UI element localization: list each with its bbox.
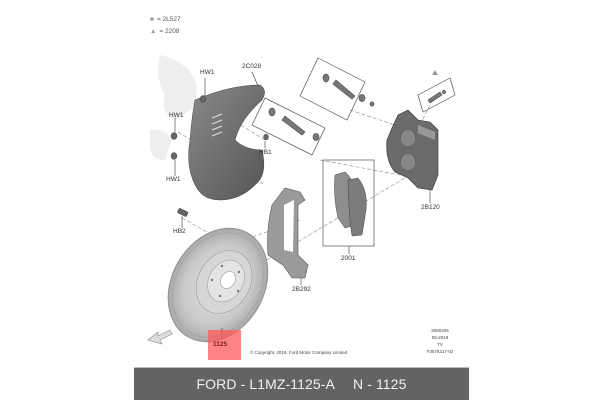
caliper-bracket — [267, 187, 309, 279]
part-number-bar: FORD - L1MZ-1125-A N - 1125 — [134, 367, 469, 400]
callout-hb1[interactable]: HB1 — [259, 149, 272, 156]
direction-arrow-icon — [147, 329, 173, 345]
legend-item: ▲= 2208 — [150, 28, 180, 35]
guide-pin-kit-lower — [251, 97, 326, 156]
callout-2c028[interactable]: 2C028 — [242, 63, 262, 70]
triangle-icon: ▲ — [150, 28, 157, 35]
legend-item: ■= 2L527 — [150, 16, 181, 23]
part-number: FORD - L1MZ-1125-A — [196, 376, 335, 392]
callout-2b120[interactable]: 2B120 — [421, 204, 440, 211]
diagram-meta: 2080305 05-2019 TV F3576217-02 — [420, 327, 460, 355]
meta-code: TV — [437, 342, 443, 347]
guide-pin-kit-upper — [299, 57, 375, 121]
callout-1125[interactable]: 1125 — [213, 341, 228, 348]
meta-figure-id: F3576217-02 — [426, 349, 454, 354]
bleeder-kit — [417, 70, 456, 113]
dust-shield — [188, 84, 265, 201]
callout-2001[interactable]: 2001 — [341, 255, 356, 262]
brake-caliper — [386, 109, 439, 191]
callout-hw1-mid[interactable]: HW1 — [169, 112, 184, 119]
meta-date: 05-2019 — [431, 335, 449, 340]
highlighted-part-marker[interactable] — [208, 330, 241, 360]
hardware — [170, 95, 269, 217]
reference-number: N - 1125 — [353, 376, 407, 392]
legend-text: = 2L527 — [156, 16, 181, 23]
knuckle-ghost — [150, 55, 197, 160]
callout-hw1-top[interactable]: HW1 — [200, 69, 215, 76]
meta-id: 2080305 — [431, 328, 449, 333]
brake-pad-kit — [322, 159, 375, 247]
legend-text: = 2208 — [159, 28, 180, 35]
brake-rotor — [167, 227, 269, 343]
callout-2b292[interactable]: 2B292 — [292, 286, 311, 293]
callout-hw1-bottom[interactable]: HW1 — [166, 176, 181, 183]
copyright-text: © Copyright, 2019, Ford Motor Company Li… — [250, 350, 348, 355]
square-icon: ■ — [150, 16, 154, 23]
callout-hb2[interactable]: HB2 — [173, 228, 186, 235]
